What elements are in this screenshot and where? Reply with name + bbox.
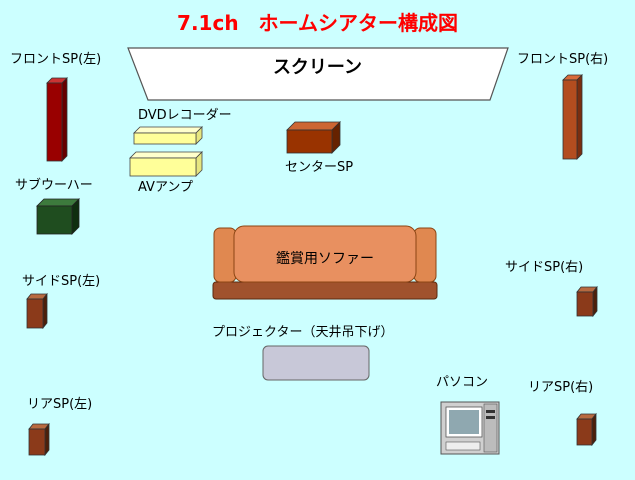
center-speaker [286, 121, 341, 154]
dvd-recorder-label: DVDレコーダー [138, 108, 232, 123]
side-left-speaker [26, 292, 48, 330]
front-right-label: フロントSP(右) [517, 52, 609, 67]
projector-label: プロジェクター（天井吊下げ） [212, 325, 394, 340]
rear-left-speaker [28, 422, 50, 457]
av-amp [129, 151, 203, 177]
screen-label: スクリーン [272, 57, 363, 78]
screen [127, 47, 509, 101]
pc [440, 401, 500, 455]
av-amp-label: AVアンプ [138, 180, 194, 195]
subwoofer [36, 198, 80, 235]
side-right-label: サイドSP(右) [505, 260, 584, 275]
dvd-recorder [133, 126, 203, 145]
side-right-speaker [576, 285, 598, 318]
front-left-speaker [46, 77, 68, 162]
projector [262, 345, 370, 381]
sofa [212, 225, 438, 300]
rear-left-label: リアSP(左) [27, 397, 93, 412]
subwoofer-label: サブウーハー [15, 178, 93, 193]
side-left-label: サイドSP(左) [22, 274, 101, 289]
rear-right-label: リアSP(右) [528, 380, 594, 395]
front-left-label: フロントSP(左) [10, 52, 102, 67]
center-speaker-label: センターSP [285, 160, 354, 175]
front-right-speaker [562, 74, 583, 160]
diagram-title: 7.1ch ホームシアター構成図 [177, 11, 458, 35]
pc-label: パソコン [436, 375, 489, 390]
rear-right-speaker [576, 412, 597, 447]
sofa-label: 鑑賞用ソファー [276, 251, 374, 267]
